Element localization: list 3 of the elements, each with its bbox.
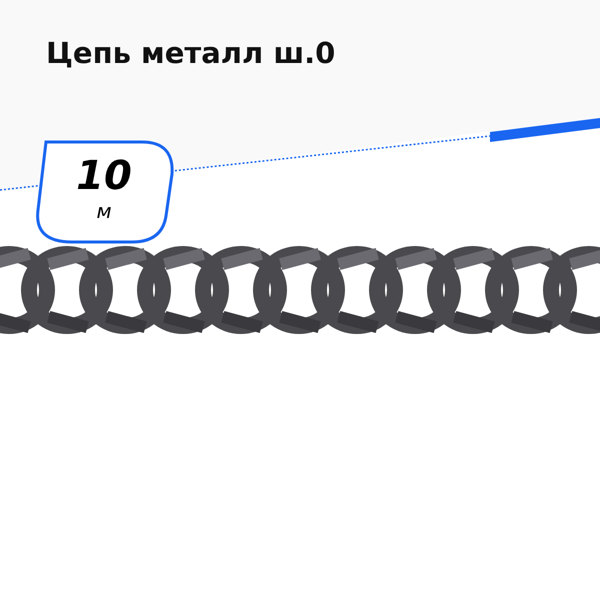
unit-label: м: [95, 200, 113, 222]
length-value: 10: [75, 154, 133, 198]
product-title: Цепь металл ш.0: [46, 36, 336, 70]
